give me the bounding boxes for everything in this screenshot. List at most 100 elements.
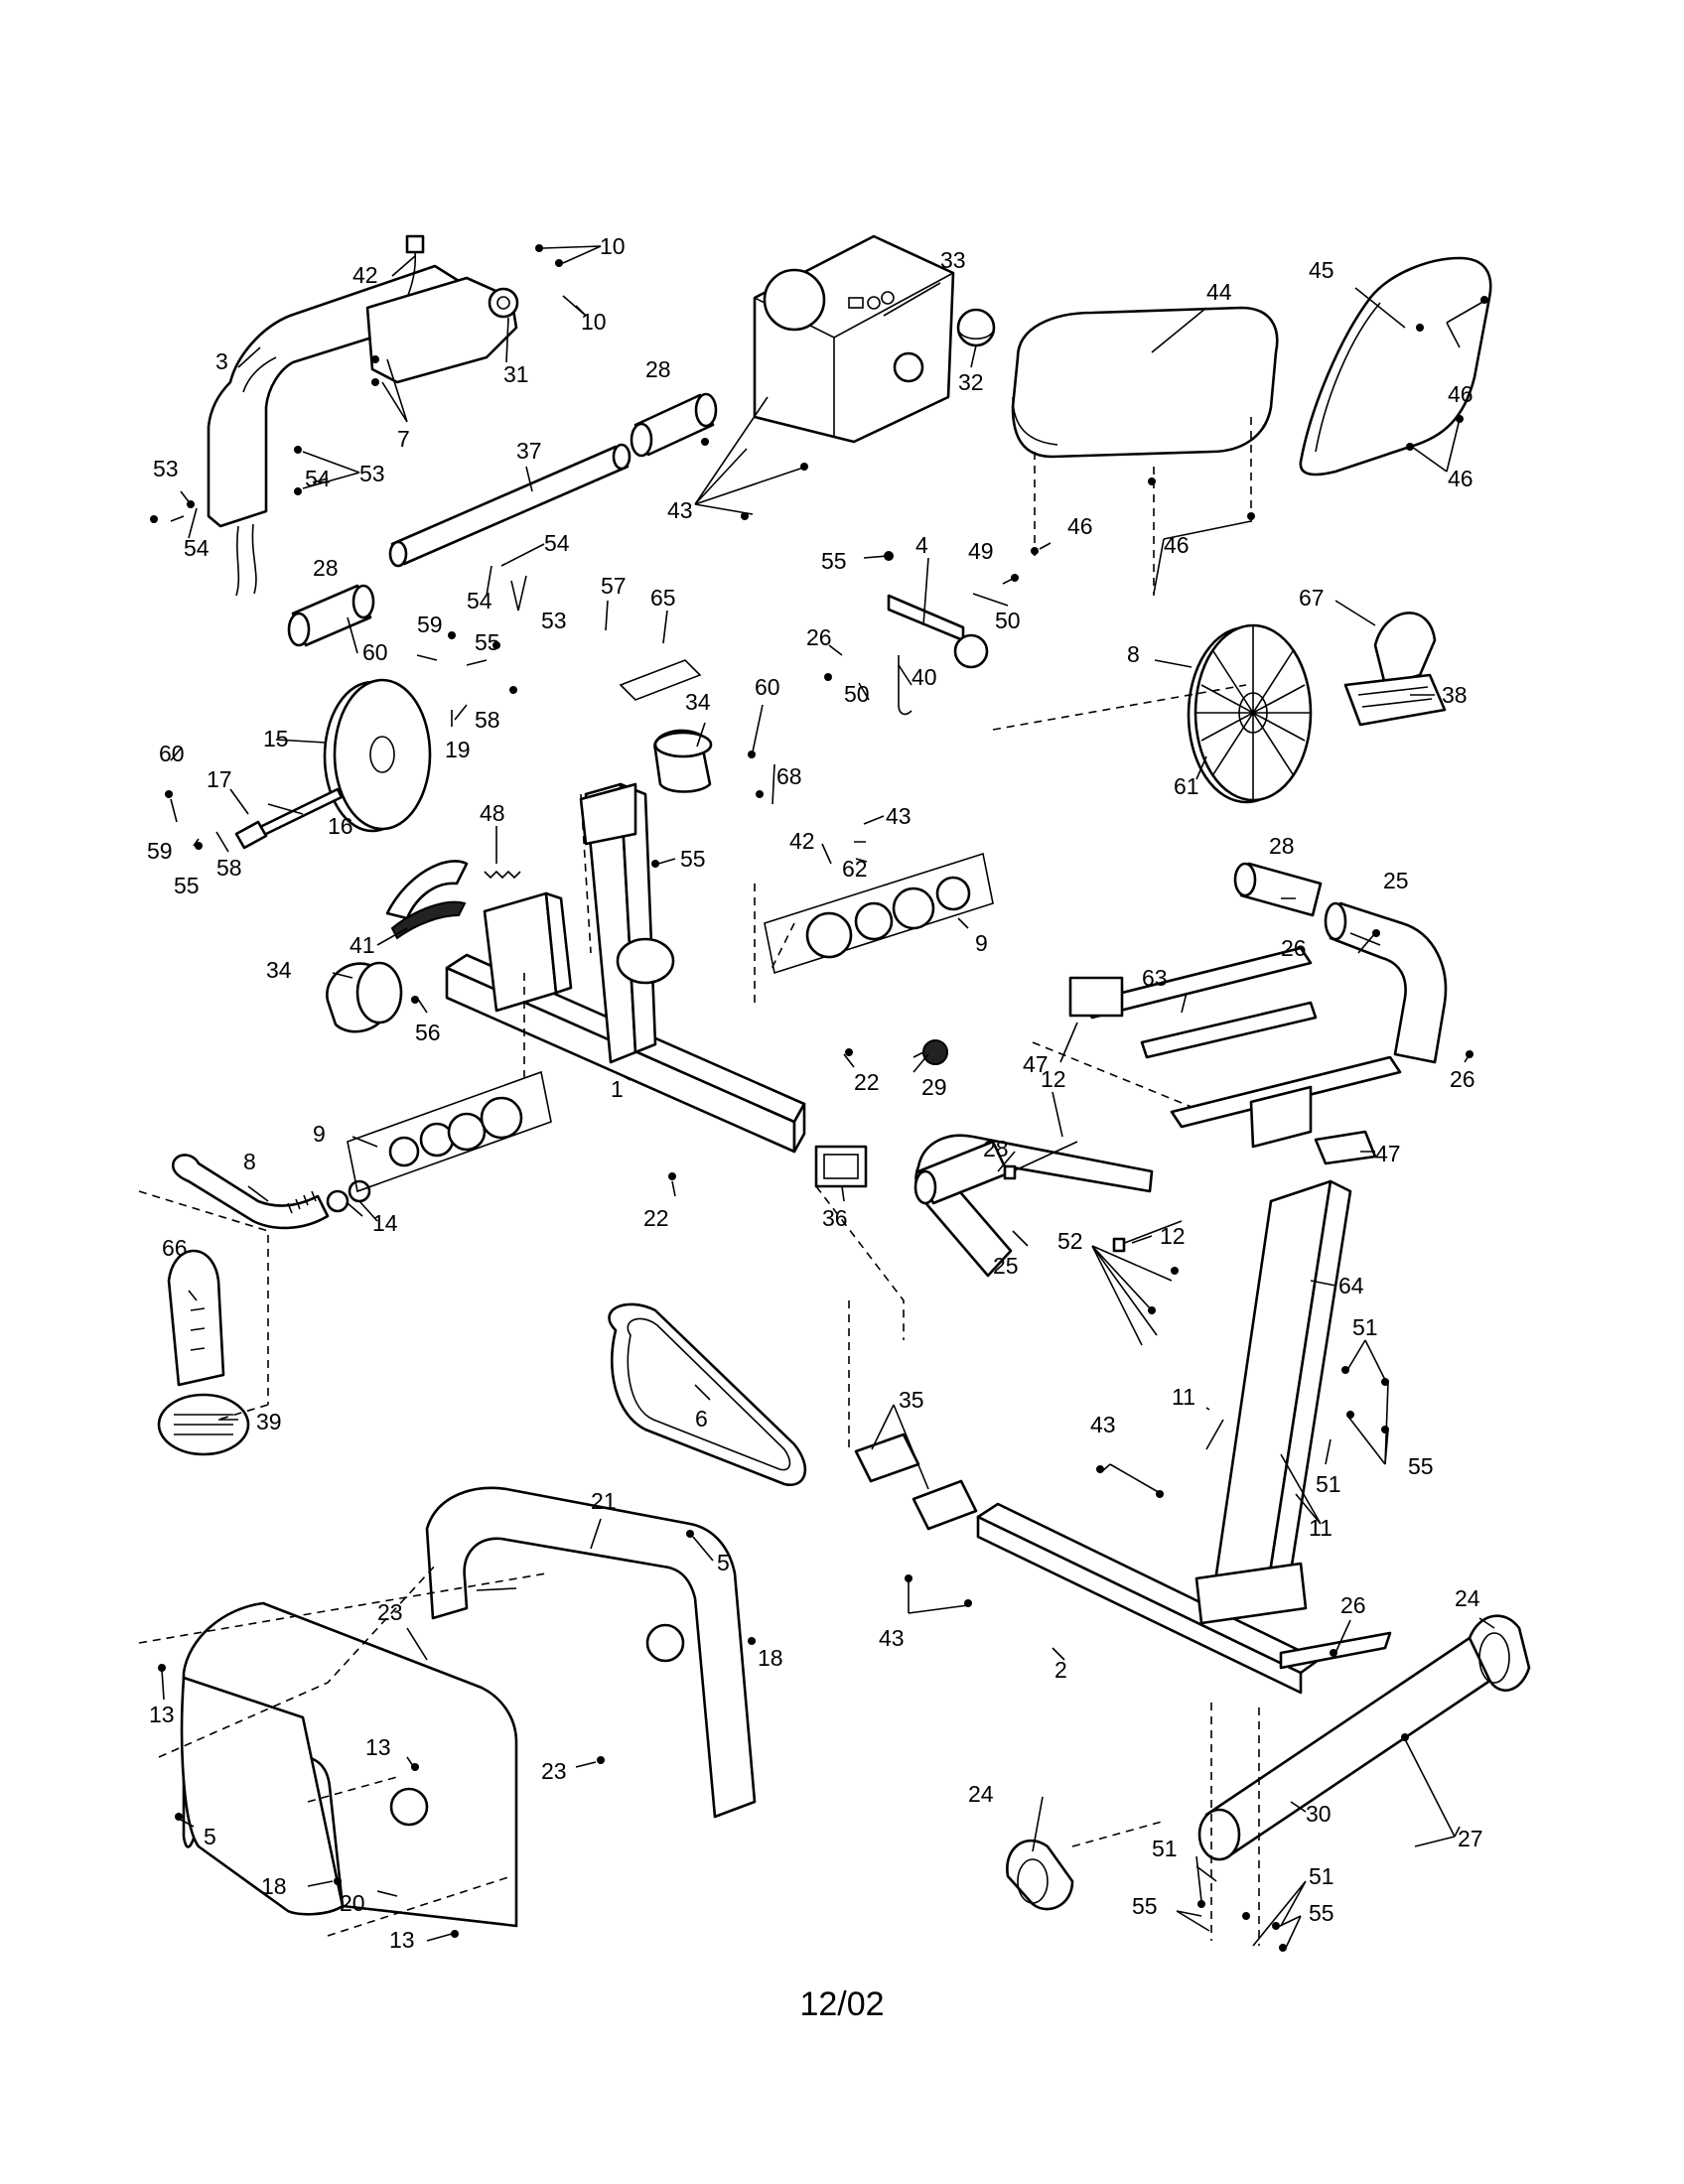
- callout-42: 42: [352, 262, 378, 288]
- callout-60: 60: [159, 741, 185, 766]
- callout-28: 28: [645, 356, 671, 382]
- callout-53: 53: [153, 456, 179, 481]
- callout-30: 30: [1306, 1801, 1332, 1827]
- callout-60: 60: [755, 674, 780, 700]
- part-25-handlebar-right: [1324, 901, 1448, 1064]
- callout-43: 43: [886, 803, 912, 829]
- callout-55: 55: [821, 548, 847, 574]
- part-16-axle: [234, 787, 344, 850]
- callout-55: 55: [680, 846, 706, 872]
- callout-numbers: 10 10 42 3 31 7 53 53 54 54 28 37 54 54 …: [147, 233, 1483, 1953]
- callout-56: 56: [415, 1020, 441, 1045]
- callout-6: 6: [695, 1406, 708, 1432]
- callout-66: 66: [162, 1235, 188, 1261]
- callout-34: 34: [685, 689, 711, 715]
- callout-31: 31: [503, 361, 529, 387]
- part-24-end-cap-left: [1006, 1839, 1074, 1911]
- callout-18: 18: [261, 1873, 287, 1899]
- callout-47: 47: [1375, 1141, 1401, 1166]
- callout-55: 55: [1309, 1900, 1334, 1926]
- callout-2: 2: [1054, 1657, 1067, 1683]
- callout-54: 54: [305, 466, 331, 491]
- callout-46: 46: [1448, 381, 1474, 407]
- callout-55: 55: [174, 873, 200, 898]
- part-33-console: [753, 234, 955, 444]
- part-12-bolt-upper: [1003, 1141, 1078, 1180]
- part-28-grip-right: [1233, 862, 1323, 917]
- part-1-main-frame: [445, 782, 806, 1154]
- callout-50: 50: [995, 608, 1021, 633]
- part-2-base-frame: [976, 1502, 1392, 1695]
- callout-23: 23: [377, 1599, 403, 1625]
- callout-57: 57: [601, 573, 627, 599]
- callout-38: 38: [1442, 682, 1468, 708]
- callout-12: 12: [1160, 1223, 1186, 1249]
- part-37-axle-tube: [388, 443, 632, 568]
- callout-41: 41: [350, 932, 375, 958]
- callout-58: 58: [475, 707, 500, 733]
- callout-10: 10: [581, 309, 607, 335]
- callout-54: 54: [544, 530, 570, 556]
- part-32-knob: [956, 308, 996, 347]
- callout-26: 26: [1340, 1592, 1366, 1618]
- part-21-inner-shroud: [425, 1486, 757, 1819]
- part-35-clips: [854, 1433, 978, 1531]
- callout-5: 5: [204, 1824, 216, 1849]
- callout-14: 14: [372, 1210, 398, 1236]
- callout-45: 45: [1309, 257, 1334, 283]
- callout-24: 24: [1455, 1585, 1480, 1611]
- callout-59: 59: [147, 838, 173, 864]
- callout-42: 42: [789, 828, 815, 854]
- part-65-bracket-plate: [619, 659, 702, 701]
- callout-13: 13: [149, 1702, 175, 1727]
- callout-47: 47: [1023, 1051, 1049, 1077]
- part-39-pedal: [157, 1393, 250, 1456]
- callout-8: 8: [243, 1149, 256, 1174]
- callout-32: 32: [958, 369, 984, 395]
- callout-25: 25: [1383, 868, 1409, 893]
- callout-9: 9: [313, 1121, 326, 1147]
- part-34-end-cap-left: [326, 961, 403, 1033]
- callout-54: 54: [467, 588, 492, 614]
- callout-33: 33: [940, 247, 966, 273]
- callout-55: 55: [475, 629, 500, 655]
- callout-22: 22: [854, 1069, 880, 1095]
- callout-37: 37: [516, 438, 542, 464]
- part-12-bolt-lower: [1112, 1220, 1183, 1253]
- part-41-brake-pad: [385, 860, 469, 940]
- callout-55: 55: [1408, 1453, 1434, 1479]
- callout-9: 9: [975, 930, 988, 956]
- callout-67: 67: [1299, 585, 1325, 611]
- part-28-grip-lower: [913, 1140, 1010, 1205]
- part-47-insert-upper: [1068, 976, 1124, 1018]
- callout-36: 36: [822, 1205, 848, 1231]
- callout-22: 22: [643, 1205, 669, 1231]
- part-15-flywheel: [323, 678, 432, 833]
- callout-59: 59: [417, 612, 443, 637]
- part-45-backrest: [1299, 256, 1492, 477]
- callout-18: 18: [758, 1645, 783, 1671]
- callout-51: 51: [1152, 1836, 1178, 1861]
- part-8-crank-wheel: [1187, 623, 1313, 804]
- part-6-belt: [608, 1302, 807, 1487]
- callout-29: 29: [921, 1074, 947, 1100]
- part-9-bearing-kit-lower: [347, 1070, 552, 1193]
- callout-34: 34: [266, 957, 292, 983]
- callout-11: 11: [1309, 1515, 1333, 1541]
- part-48-spring: [484, 870, 521, 880]
- callout-26: 26: [1281, 935, 1307, 961]
- callout-15: 15: [263, 726, 289, 751]
- part-63-crossbar: [1080, 946, 1402, 1129]
- callout-46: 46: [1164, 532, 1190, 558]
- callout-51: 51: [1309, 1863, 1334, 1889]
- callout-25: 25: [993, 1253, 1019, 1279]
- callout-50: 50: [844, 681, 870, 707]
- callout-43: 43: [879, 1625, 905, 1651]
- callout-60: 60: [362, 639, 388, 665]
- callout-13: 13: [389, 1927, 415, 1953]
- callout-16: 16: [328, 813, 353, 839]
- revision-date: 12/02: [799, 1985, 885, 2023]
- part-47-insert-right: [1314, 1130, 1377, 1165]
- callout-64: 64: [1338, 1273, 1364, 1298]
